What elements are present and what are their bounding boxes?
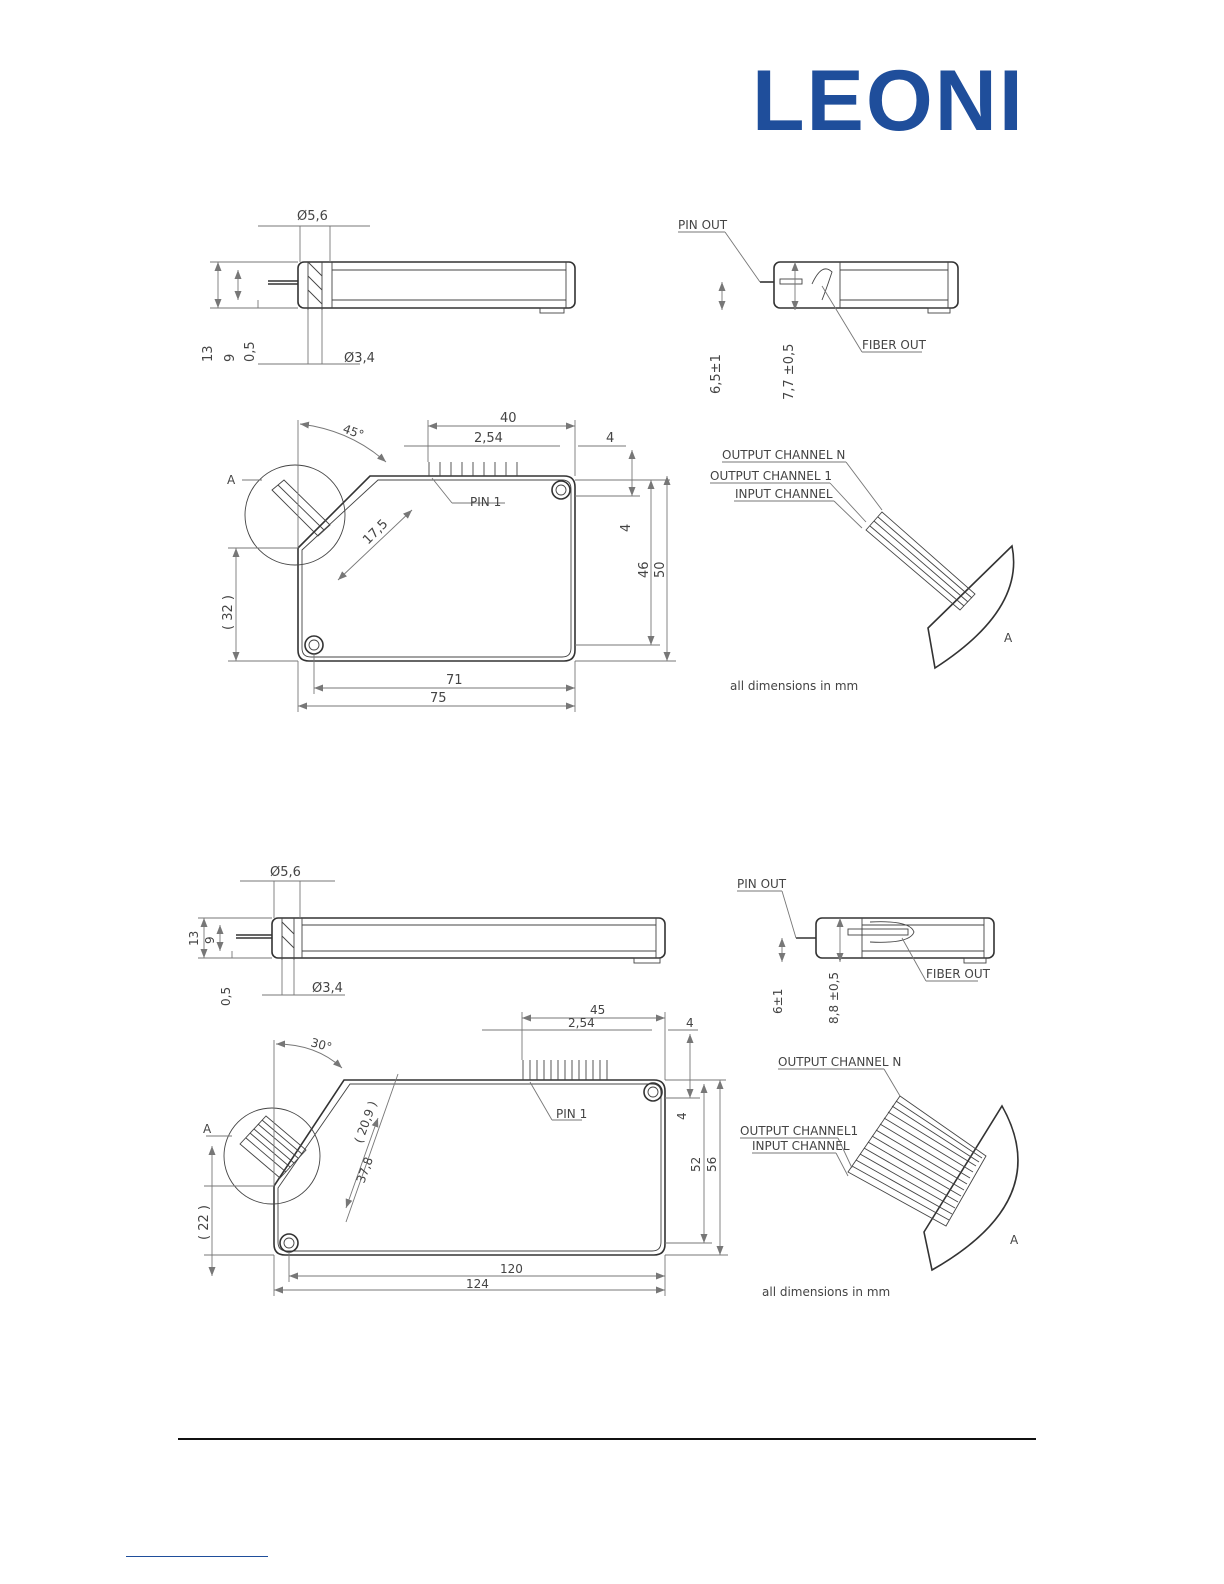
dim-0-5-b: 0,5: [219, 987, 233, 1006]
dim-angle-30: 30°: [309, 1035, 333, 1054]
leoni-logo: LEONI: [752, 53, 1025, 149]
dim-dia-5-6: Ø5,6: [297, 209, 328, 224]
top-view-1: A 40 2,54 4 45° PIN 1 17,5 4 46: [221, 411, 676, 712]
dim-4-top: 4: [606, 431, 614, 446]
dim-50: 50: [653, 561, 668, 578]
detail-label-a-2: A: [1010, 1233, 1019, 1247]
dim-13: 13: [201, 345, 216, 362]
units-note-1: all dimensions in mm: [730, 679, 858, 693]
detail-view-1: OUTPUT CHANNEL N OUTPUT CHANNEL 1 INPUT …: [710, 448, 1015, 693]
drawing-1: Ø5,6 Ø3,4 13 9 0,5 PI: [201, 209, 1015, 712]
side-view-2: Ø5,6 Ø3,4 13 9 0,5: [187, 865, 666, 1006]
dim-13-b: 13: [187, 931, 201, 946]
end-view-2: PIN OUT FIBER OUT 6±1 8,8 ±0,5: [737, 877, 995, 1024]
dim-71: 71: [446, 673, 463, 688]
dim-4-side-b: 4: [675, 1112, 689, 1120]
dim-40: 40: [500, 411, 517, 426]
dim-56: 56: [705, 1157, 719, 1172]
dim-angle-45: 45°: [341, 422, 366, 442]
drawing-2: Ø5,6 Ø3,4 13 9 0,5 PI: [187, 865, 1019, 1299]
label-fiber-out-1: FIBER OUT: [862, 338, 927, 352]
label-input-2: INPUT CHANNEL: [752, 1139, 850, 1153]
label-fiber-out-2: FIBER OUT: [926, 967, 991, 981]
dim-4-top-b: 4: [686, 1016, 694, 1030]
end-view-1: PIN OUT FIBER OUT 6,5±1 7,7 ±0,5: [678, 218, 959, 400]
dim-32: ( 32 ): [221, 595, 236, 630]
label-pin-out-2: PIN OUT: [737, 877, 787, 891]
label-input-1: INPUT CHANNEL: [735, 487, 833, 501]
footer-divider: [178, 1438, 1036, 1440]
dim-52: 52: [689, 1157, 703, 1172]
dim-dia-3-4-b: Ø3,4: [312, 981, 343, 996]
footer-link-underline[interactable]: [126, 1556, 268, 1557]
dim-37-8: 37,8: [354, 1155, 376, 1185]
label-pin1-1: PIN 1: [470, 495, 501, 509]
detail-marker-a-2: A: [203, 1122, 212, 1136]
dim-dia-5-6-b: Ø5,6: [270, 865, 301, 880]
dim-2-54-b: 2,54: [568, 1016, 595, 1030]
dim-4-side: 4: [619, 524, 634, 532]
label-output-n-2: OUTPUT CHANNEL N: [778, 1055, 901, 1069]
dim-8-8: 8,8 ±0,5: [827, 972, 841, 1024]
dim-0-5: 0,5: [243, 341, 258, 362]
side-view-1: Ø5,6 Ø3,4 13 9 0,5: [201, 209, 576, 366]
dim-46: 46: [637, 561, 652, 578]
detail-marker-a-1: A: [227, 473, 236, 487]
dim-dia-3-4: Ø3,4: [344, 351, 375, 366]
dim-9-b: 9: [203, 936, 217, 944]
dim-124: 124: [466, 1277, 489, 1291]
dim-2-54: 2,54: [474, 431, 503, 446]
detail-view-2: OUTPUT CHANNEL N OUTPUT CHANNEL1 INPUT C…: [740, 1055, 1019, 1299]
dim-75: 75: [430, 691, 447, 706]
dim-9: 9: [223, 354, 238, 362]
units-note-2: all dimensions in mm: [762, 1285, 890, 1299]
dim-120: 120: [500, 1262, 523, 1276]
top-view-2: A 45 2,54 4 30° PIN 1 ( 20,9 ) 37,8 4: [197, 1003, 728, 1296]
label-output-n-1: OUTPUT CHANNEL N: [722, 448, 845, 462]
dim-6-5: 6,5±1: [709, 354, 724, 394]
label-output-1-2: OUTPUT CHANNEL1: [740, 1124, 858, 1138]
dim-22: ( 22 ): [197, 1205, 212, 1240]
dim-7-7: 7,7 ±0,5: [782, 344, 797, 400]
dim-17-5: 17,5: [360, 517, 391, 548]
detail-label-a-1: A: [1004, 631, 1013, 645]
label-pin1-2: PIN 1: [556, 1107, 587, 1121]
dim-45: 45: [590, 1003, 605, 1017]
label-output-1-1: OUTPUT CHANNEL 1: [710, 469, 832, 483]
label-pin-out-1: PIN OUT: [678, 218, 728, 232]
dim-6: 6±1: [771, 989, 785, 1014]
